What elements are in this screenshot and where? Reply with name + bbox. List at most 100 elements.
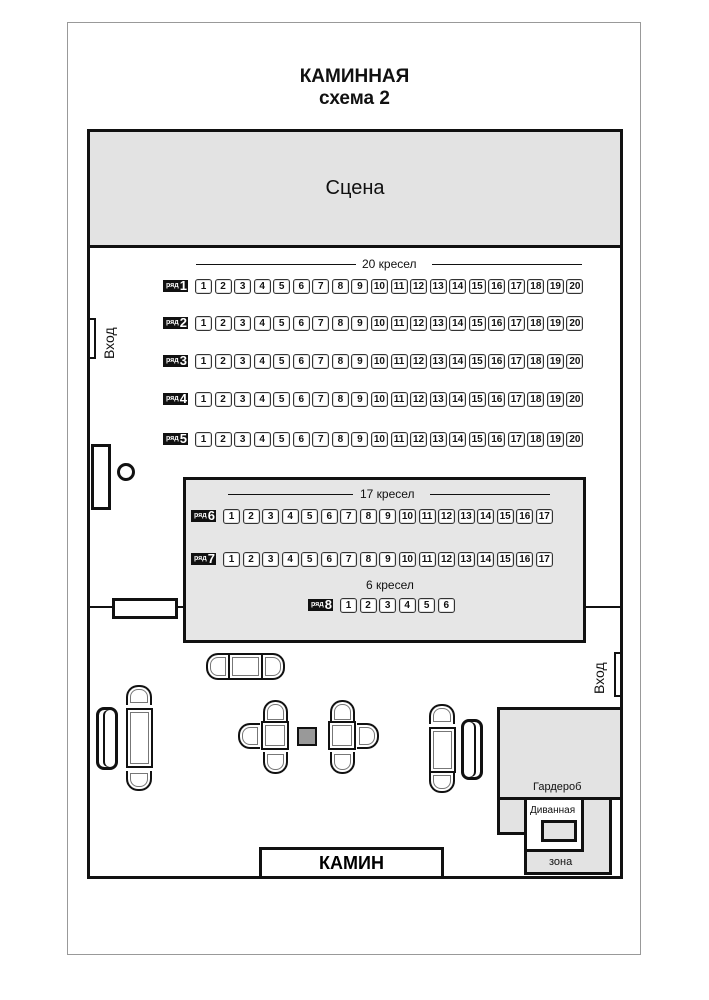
seat[interactable]: 8 [331,279,349,294]
seat[interactable]: 5 [273,279,291,294]
seat[interactable]: 9 [351,316,369,331]
seat[interactable]: 10 [370,316,388,331]
seat[interactable]: 19 [546,354,564,369]
seat[interactable]: 4 [281,509,299,524]
seat[interactable]: 4 [253,432,271,447]
seat[interactable]: 10 [398,509,416,524]
seat[interactable]: 8 [331,316,349,331]
seat[interactable]: 4 [281,552,299,567]
seat[interactable]: 8 [331,392,349,407]
seat[interactable]: 17 [507,392,525,407]
seat[interactable]: 5 [273,316,291,331]
seat[interactable]: 3 [234,354,252,369]
seat[interactable]: 3 [234,316,252,331]
seat[interactable]: 19 [546,279,564,294]
seat[interactable]: 5 [273,354,291,369]
seat[interactable]: 10 [370,279,388,294]
seat[interactable]: 15 [496,509,514,524]
seat[interactable]: 4 [253,316,271,331]
seat[interactable]: 8 [359,552,377,567]
seat[interactable]: 15 [468,316,486,331]
seat[interactable]: 19 [546,432,564,447]
seat[interactable]: 15 [496,552,514,567]
seat[interactable]: 3 [262,552,280,567]
seat[interactable]: 1 [195,279,212,294]
seat[interactable]: 12 [410,392,428,407]
entrance-door-left[interactable] [88,318,96,359]
seat[interactable]: 6 [292,392,310,407]
seat[interactable]: 13 [429,392,447,407]
seat[interactable]: 14 [449,279,467,294]
seat[interactable]: 3 [262,509,280,524]
seat[interactable]: 2 [242,552,260,567]
seat[interactable]: 12 [410,279,428,294]
seat[interactable]: 17 [507,354,525,369]
seat[interactable]: 3 [234,279,252,294]
seat[interactable]: 7 [312,354,330,369]
seat[interactable]: 18 [527,392,545,407]
seat[interactable]: 19 [546,392,564,407]
seat[interactable]: 16 [488,432,506,447]
seat[interactable]: 2 [359,598,377,613]
seat[interactable]: 9 [351,392,369,407]
seat[interactable]: 7 [312,279,330,294]
seat[interactable]: 17 [507,279,525,294]
seat[interactable]: 11 [418,509,436,524]
seat[interactable]: 20 [566,354,584,369]
seat[interactable]: 2 [214,354,232,369]
seat[interactable]: 15 [468,279,486,294]
seat[interactable]: 11 [390,279,408,294]
seat[interactable]: 18 [527,432,545,447]
seat[interactable]: 1 [340,598,357,613]
seat[interactable]: 15 [468,432,486,447]
seat[interactable]: 11 [418,552,436,567]
seat[interactable]: 1 [195,392,212,407]
seat[interactable]: 16 [488,316,506,331]
seat[interactable]: 11 [390,432,408,447]
seat[interactable]: 7 [312,392,330,407]
seat[interactable]: 17 [507,316,525,331]
seat[interactable]: 6 [292,279,310,294]
seat[interactable]: 20 [566,392,584,407]
seat[interactable]: 7 [340,509,358,524]
seat[interactable]: 4 [253,279,271,294]
seat[interactable]: 10 [398,552,416,567]
seat[interactable]: 10 [370,432,388,447]
seat[interactable]: 14 [449,316,467,331]
seat[interactable]: 11 [390,354,408,369]
seat[interactable]: 14 [449,432,467,447]
seat[interactable]: 5 [301,552,319,567]
seat[interactable]: 16 [488,354,506,369]
seat[interactable]: 20 [566,279,584,294]
seat[interactable]: 3 [234,392,252,407]
seat[interactable]: 2 [214,432,232,447]
seat[interactable]: 8 [359,509,377,524]
seat[interactable]: 11 [390,316,408,331]
seat[interactable]: 5 [273,432,291,447]
seat[interactable]: 1 [195,316,212,331]
seat[interactable]: 18 [527,279,545,294]
seat[interactable]: 6 [320,552,338,567]
seat[interactable]: 13 [429,279,447,294]
seat[interactable]: 16 [488,279,506,294]
seat[interactable]: 16 [516,552,534,567]
seat[interactable]: 13 [457,552,475,567]
seat[interactable]: 17 [535,552,553,567]
seat[interactable]: 4 [253,354,271,369]
seat[interactable]: 7 [312,316,330,331]
seat[interactable]: 17 [535,509,553,524]
seat[interactable]: 15 [468,354,486,369]
seat[interactable]: 9 [351,354,369,369]
seat[interactable]: 1 [223,552,240,567]
seat[interactable]: 5 [273,392,291,407]
seat[interactable]: 7 [312,432,330,447]
seat[interactable]: 12 [410,354,428,369]
seat[interactable]: 1 [223,509,240,524]
seat[interactable]: 18 [527,354,545,369]
seat[interactable]: 9 [379,509,397,524]
seat[interactable]: 2 [214,279,232,294]
seat[interactable]: 2 [214,392,232,407]
seat[interactable]: 7 [340,552,358,567]
seat[interactable]: 8 [331,432,349,447]
seat[interactable]: 5 [301,509,319,524]
